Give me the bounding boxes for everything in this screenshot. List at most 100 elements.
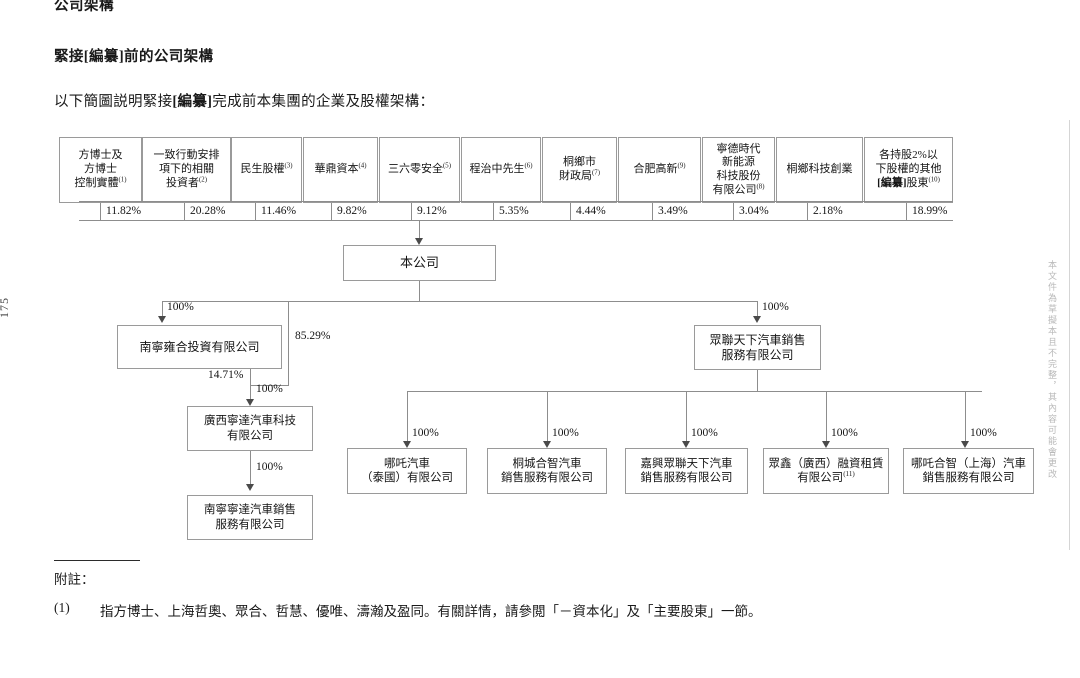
intro-text-b: [編纂] — [172, 94, 213, 110]
footnote-heading: 附註： — [54, 572, 95, 587]
shareholder-percent-10: 2.18% — [813, 204, 843, 217]
entity-box-company: 本公司 — [343, 245, 496, 281]
edge-company-to-zhonglian — [757, 301, 758, 320]
edge-zhonglian-stem — [757, 370, 758, 391]
margin-rule — [1069, 120, 1070, 550]
entity-label-guangxi-ningda: 廣西寧達汽車科技有限公司 — [204, 415, 296, 442]
edge-label-company-yonghe: 100% — [167, 301, 194, 313]
shareholder-percent-1: 11.82% — [106, 204, 142, 217]
entity-box-nezha-thai: 哪吒汽車（泰國）有限公司 — [347, 448, 467, 494]
shareholder-percent-2: 20.28% — [190, 204, 226, 217]
shareholder-box-9: 寧德時代新能源科技股份有限公司(8) — [702, 137, 775, 203]
shareholder-box-10: 桐鄉科技創業 — [776, 137, 863, 203]
entity-box-nanning-ningda: 南寧寧達汽車銷售服務有限公司 — [187, 495, 313, 540]
edge-merged-to-ningda — [250, 385, 251, 402]
shareholder-box-6: 程治中先生(6) — [461, 137, 541, 203]
footnote-text-1: 指方博士、上海哲奧、眾合、哲慧、優唯、濤瀚及盈同。有關詳情，請參閲「－資本化」及… — [100, 604, 762, 619]
entity-label-nezha-thai: 哪吒汽車（泰國）有限公司 — [361, 457, 453, 484]
edge-label-100-nezha-thai: 100% — [412, 427, 439, 439]
shareholder-box-11: 各持股2%以下股權的其他[編纂]股東(10) — [864, 137, 953, 203]
pct-divider-3 — [255, 203, 256, 220]
entity-label-company: 本公司 — [399, 254, 439, 270]
arrow-to-zhongxin — [822, 441, 830, 448]
intro-text-a: 以下簡圖説明緊接 — [54, 94, 173, 110]
edge-label-100-zhongxin: 100% — [831, 427, 858, 439]
shareholder-box-4: 華鼎資本(4) — [303, 137, 378, 203]
edge-label-100-nanning-ningda: 100% — [256, 461, 283, 473]
edge-rail-to-company — [419, 220, 420, 240]
edge-label-company-zhonglian: 100% — [762, 301, 789, 313]
entity-label-jiaxing-zhonglian: 嘉興眾聯天下汽車銷售服務有限公司 — [640, 457, 733, 484]
edge-label-100-tongcheng: 100% — [552, 427, 579, 439]
pct-divider-4 — [331, 203, 332, 220]
edge-to-nezha-thai — [407, 391, 408, 444]
entity-label-nezha-hezhi-shanghai: 哪吒合智（上海）汽車銷售服務有限公司 — [911, 457, 1026, 484]
edge-ningda-to-nanning-ningda — [250, 451, 251, 487]
arrow-to-tongcheng — [543, 441, 551, 448]
edge-company-stem — [419, 281, 420, 301]
shareholder-box-5: 三六零安全(5) — [379, 137, 460, 203]
arrow-to-guangxi-ningda — [246, 399, 254, 406]
shareholder-percent-3: 11.46% — [261, 204, 297, 217]
page-number: 175 — [0, 297, 11, 318]
entity-box-nanning-yonghe: 南寧雍合投資有限公司 — [117, 325, 282, 369]
page-title: 公司架構 — [54, 0, 114, 14]
pct-divider-7 — [570, 203, 571, 220]
footnote-divider — [54, 560, 140, 561]
pct-divider-10 — [807, 203, 808, 220]
entity-box-nezha-hezhi-shanghai: 哪吒合智（上海）汽車銷售服務有限公司 — [903, 448, 1034, 494]
pct-rail-top — [79, 201, 953, 202]
edge-company-to-yonghe — [162, 301, 163, 320]
shareholder-box-1: 方博士及方博士控制實體(1) — [59, 137, 142, 203]
entity-label-nanning-ningda: 南寧寧達汽車銷售服務有限公司 — [204, 504, 296, 531]
edge-to-zhongxin — [826, 391, 827, 444]
shareholder-percent-11: 18.99% — [912, 204, 948, 217]
edge-label-100-jiaxing: 100% — [691, 427, 718, 439]
edge-to-tongcheng — [547, 391, 548, 444]
shareholder-percent-6: 5.35% — [499, 204, 529, 217]
edge-label-8529: 85.29% — [295, 330, 331, 342]
arrow-to-nezha-thai — [403, 441, 411, 448]
pct-divider-6 — [493, 203, 494, 220]
arrow-to-nezha-hezhi — [961, 441, 969, 448]
intro-paragraph: 以下簡圖説明緊接[編纂]完成前本集團的企業及股權架構： — [54, 90, 434, 111]
edge-to-nezha-hezhi — [965, 391, 966, 444]
edge-zhonglian-bus — [407, 391, 982, 392]
margin-draft-notice: 本文件為草擬本且不完整，其內容可能會更改 — [1047, 260, 1057, 480]
entity-box-zhongxin-guangxi: 眾鑫（廣西）融資租賃有限公司(11) — [763, 448, 889, 494]
entity-box-zhonglian: 眾聯天下汽車銷售服務有限公司 — [694, 325, 821, 370]
pct-divider-11 — [906, 203, 907, 220]
edge-company-bus — [162, 301, 757, 302]
pct-divider-8 — [652, 203, 653, 220]
arrow-to-company — [415, 238, 423, 245]
pct-divider-9 — [733, 203, 734, 220]
edge-label-100-ningda: 100% — [256, 383, 283, 395]
shareholder-box-2: 一致行動安排項下的相關投資者(2) — [142, 137, 231, 203]
pct-rail-bottom — [79, 220, 953, 221]
pct-divider-1 — [100, 203, 101, 220]
entity-box-jiaxing-zhonglian: 嘉興眾聯天下汽車銷售服務有限公司 — [625, 448, 748, 494]
edge-to-jiaxing — [686, 391, 687, 444]
entity-box-tongcheng-hezhi: 桐城合智汽車銷售服務有限公司 — [487, 448, 607, 494]
arrow-to-nanning-ningda — [246, 484, 254, 491]
edge-label-100-nezha-hezhi: 100% — [970, 427, 997, 439]
shareholder-box-3: 民生股權(3) — [231, 137, 302, 203]
shareholder-percent-9: 3.04% — [739, 204, 769, 217]
intro-text-c: 完成前本集團的企業及股權架構： — [212, 94, 435, 110]
arrow-to-zhonglian — [753, 316, 761, 323]
entity-label-zhonglian: 眾聯天下汽車銷售服務有限公司 — [709, 332, 806, 362]
pct-divider-2 — [184, 203, 185, 220]
entity-box-guangxi-ningda: 廣西寧達汽車科技有限公司 — [187, 406, 313, 451]
shareholder-percent-8: 3.49% — [658, 204, 688, 217]
shareholder-percent-5: 9.12% — [417, 204, 447, 217]
arrow-to-jiaxing — [682, 441, 690, 448]
sub-heading: 緊接[編纂]前的公司架構 — [54, 49, 214, 65]
shareholder-box-8: 合肥高新(9) — [618, 137, 701, 203]
shareholder-percent-4: 9.82% — [337, 204, 367, 217]
entity-label-nanning-yonghe: 南寧雍合投資有限公司 — [139, 339, 260, 354]
edge-yonghe-to-ningda-1471 — [250, 369, 251, 385]
edge-company-to-ningda-85 — [288, 301, 289, 385]
pct-divider-5 — [411, 203, 412, 220]
